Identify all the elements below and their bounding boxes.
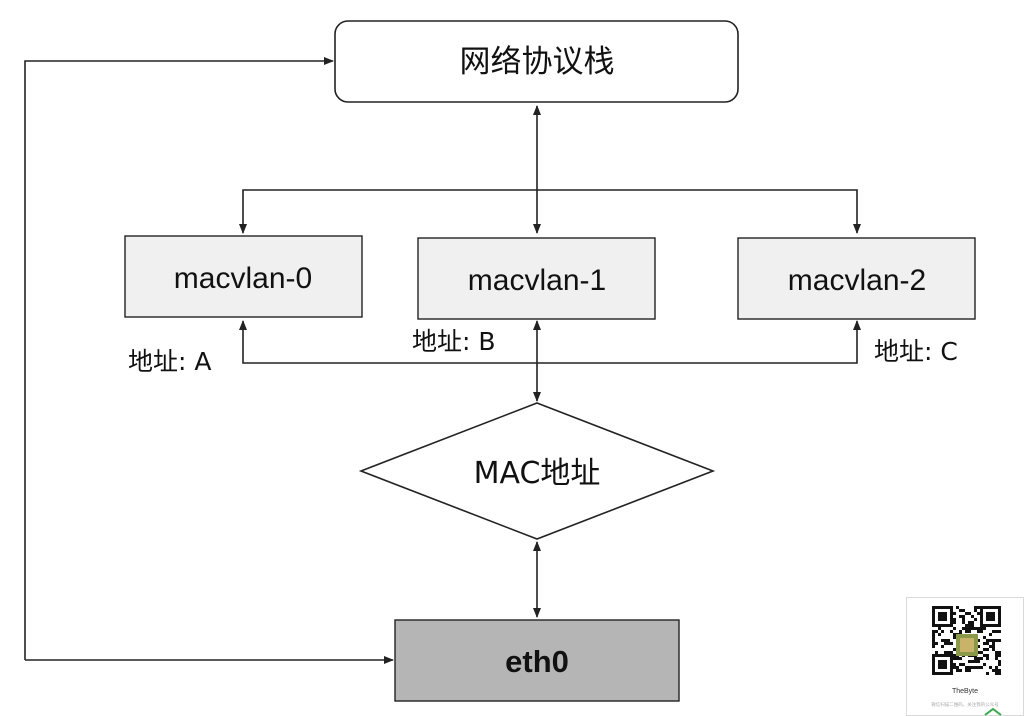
edge-address-bus <box>239 320 861 364</box>
address-a-label: 地址: A <box>128 347 211 376</box>
node-protocol-stack: 网络协议栈 <box>334 20 739 103</box>
edge-top-bus <box>239 189 861 234</box>
node-mac-address: MAC地址 <box>358 402 716 540</box>
macvlan-1-label: macvlan-1 <box>468 264 606 297</box>
connectors <box>24 57 861 664</box>
mac-address-label: MAC地址 <box>474 456 601 491</box>
eth0-label: eth0 <box>505 644 569 679</box>
macvlan-0-label: macvlan-0 <box>174 262 312 295</box>
protocol-stack-label: 网络协议栈 <box>460 44 615 80</box>
qr-code-card: TheByte 微信扫描二维码，关注我的公众号 <box>906 597 1024 716</box>
address-b-label: 地址: B <box>412 327 496 356</box>
node-macvlan-2: macvlan-2 <box>737 237 976 320</box>
edge-eth0-stack-loop <box>24 57 334 660</box>
node-macvlan-1: macvlan-1 <box>417 237 656 320</box>
node-macvlan-0: macvlan-0 <box>124 235 363 318</box>
qr-hint-text: 微信扫描二维码，关注我的公众号 <box>931 703 999 708</box>
qr-account-name: TheByte <box>951 688 979 695</box>
chevron-up-icon <box>984 708 1002 716</box>
macvlan-2-label: macvlan-2 <box>788 264 926 297</box>
qr-code-image <box>932 606 1001 675</box>
node-eth0: eth0 <box>394 619 680 702</box>
address-c-label: 地址: C <box>874 337 958 366</box>
